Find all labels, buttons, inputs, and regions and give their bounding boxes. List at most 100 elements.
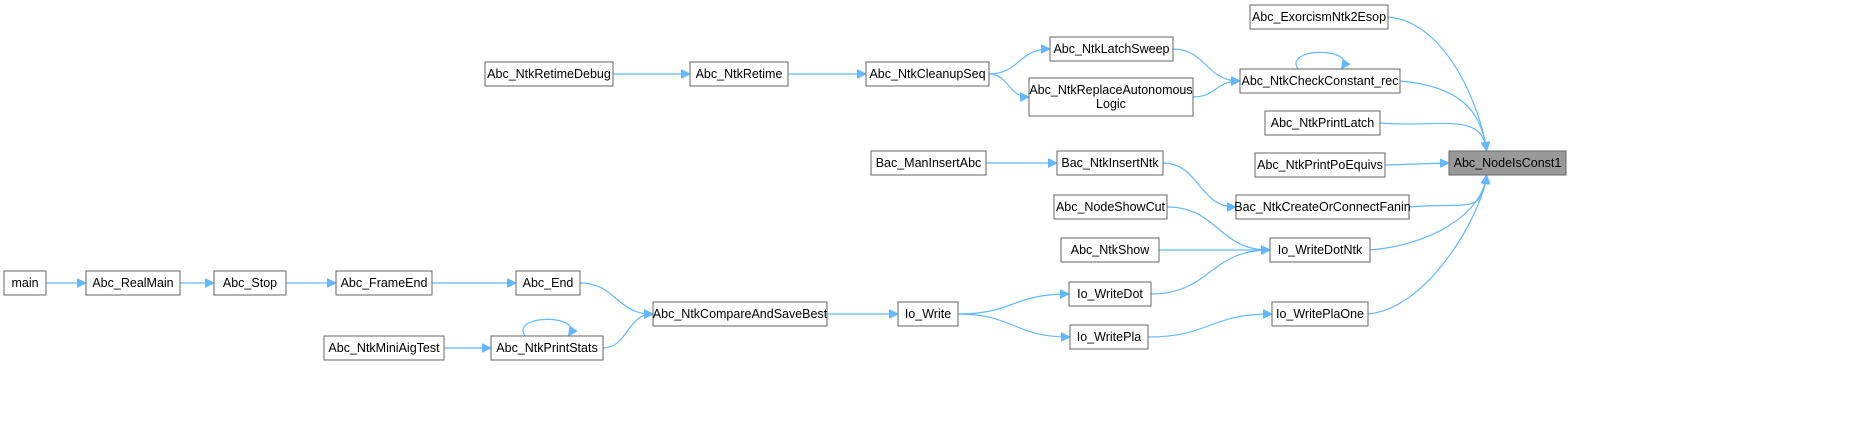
edge-replaceauto-to-checkconst	[1192, 81, 1239, 98]
edge-printstats-to-printstats	[522, 318, 571, 336]
edge-writedotntk-to-root	[1369, 176, 1486, 251]
node-label: Abc_NtkPrintStats	[496, 341, 597, 355]
node-box	[85, 270, 181, 296]
node-checkconst[interactable]: Abc_NtkCheckConstant_rec	[1239, 68, 1401, 94]
node-iowrite[interactable]: Io_Write	[897, 301, 959, 327]
node-label: Abc_NtkPrintLatch	[1271, 116, 1375, 130]
node-box	[1053, 194, 1168, 220]
edge-iowrite-to-writedot	[957, 294, 1068, 315]
node-label: Abc_End	[523, 276, 574, 290]
node-label: Abc_NtkShow	[1071, 243, 1150, 257]
node-box	[323, 335, 445, 361]
node-label: Abc_NtkCleanupSeq	[869, 67, 985, 81]
node-label: Io_WritePla	[1077, 330, 1141, 344]
node-box	[1068, 281, 1152, 307]
node-printlatch[interactable]: Abc_NtkPrintLatch	[1264, 110, 1381, 136]
node-box	[1264, 110, 1381, 136]
node-realmain[interactable]: Abc_RealMain	[85, 270, 181, 296]
node-label: Abc_NtkReplaceAutonomous	[1029, 83, 1192, 97]
node-box	[870, 150, 987, 176]
node-printstats[interactable]: Abc_NtkPrintStats	[490, 335, 604, 361]
nodes-layer: Abc_ExorcismNtk2EsopAbc_NtkLatchSweepAbc…	[3, 4, 1567, 361]
node-createfanin[interactable]: Bac_NtkCreateOrConnectFanin	[1234, 194, 1411, 220]
node-box	[1254, 152, 1386, 178]
node-insertntk[interactable]: Bac_NtkInsertNtk	[1056, 150, 1164, 176]
edge-latchsweep-to-checkconst	[1172, 48, 1239, 81]
edges-layer	[45, 16, 1486, 348]
node-box	[1269, 237, 1371, 263]
node-label: Abc_NtkCheckConstant_rec	[1241, 74, 1398, 88]
node-main[interactable]: main	[3, 270, 47, 296]
edge-exorcism-to-root	[1387, 16, 1486, 150]
node-box	[484, 61, 614, 87]
node-label: Bac_NtkInsertNtk	[1061, 156, 1159, 170]
node-writedotntk[interactable]: Io_WriteDotNtk	[1269, 237, 1371, 263]
node-end[interactable]: Abc_End	[515, 270, 581, 296]
node-writedot[interactable]: Io_WriteDot	[1068, 281, 1152, 307]
node-box	[1056, 150, 1164, 176]
node-label: Bac_NtkCreateOrConnectFanin	[1234, 200, 1411, 214]
node-ntkshow[interactable]: Abc_NtkShow	[1060, 237, 1160, 263]
edge-end-to-compare	[579, 282, 652, 314]
node-label: Io_WriteDot	[1077, 287, 1143, 301]
node-box	[1448, 150, 1567, 176]
node-box	[1235, 194, 1410, 220]
edge-insertntk-to-createfanin	[1162, 162, 1235, 207]
node-writepla[interactable]: Io_WritePla	[1069, 324, 1149, 350]
node-label: Abc_FrameEnd	[341, 276, 428, 290]
node-miniaig[interactable]: Abc_NtkMiniAigTest	[323, 335, 445, 361]
node-box	[652, 301, 828, 327]
node-label: Logic	[1096, 97, 1126, 111]
node-label: Abc_NtkCompareAndSaveBest	[653, 307, 828, 321]
node-box	[1271, 301, 1369, 327]
node-label: Abc_NtkRetimeDebug	[487, 67, 611, 81]
node-label: Bac_ManInsertAbc	[876, 156, 982, 170]
node-box	[515, 270, 581, 296]
edge-printpoequivs-to-root	[1384, 163, 1448, 165]
node-compare[interactable]: Abc_NtkCompareAndSaveBest	[652, 301, 828, 327]
node-latchsweep[interactable]: Abc_NtkLatchSweep	[1049, 36, 1174, 62]
node-box	[1028, 77, 1194, 117]
node-box	[1239, 68, 1401, 94]
node-showcut[interactable]: Abc_NodeShowCut	[1053, 194, 1168, 220]
node-box	[335, 270, 433, 296]
node-box	[3, 270, 47, 296]
node-label: Abc_Stop	[223, 276, 277, 290]
edge-checkconst-to-root	[1399, 80, 1486, 150]
node-retimedebug[interactable]: Abc_NtkRetimeDebug	[484, 61, 614, 87]
node-writeplaone[interactable]: Io_WritePlaOne	[1271, 301, 1369, 327]
node-cleanupseq[interactable]: Abc_NtkCleanupSeq	[865, 61, 990, 87]
node-label: Abc_NtkLatchSweep	[1053, 42, 1169, 56]
node-label: Abc_NtkMiniAigTest	[328, 341, 440, 355]
node-printpoequivs[interactable]: Abc_NtkPrintPoEquivs	[1254, 152, 1386, 178]
edge-printlatch-to-root	[1379, 122, 1486, 150]
node-label: Abc_ExorcismNtk2Esop	[1252, 10, 1386, 24]
node-root[interactable]: Abc_NodeIsConst1	[1448, 150, 1567, 176]
edge-writepla-to-writeplaone	[1147, 314, 1271, 338]
node-label: Abc_NodeIsConst1	[1454, 156, 1562, 170]
node-label: Abc_RealMain	[92, 276, 173, 290]
node-label: Io_WriteDotNtk	[1278, 243, 1363, 257]
node-box	[689, 61, 789, 87]
edge-cleanupseq-to-latchsweep	[988, 49, 1049, 75]
edge-checkconst-to-checkconst	[1295, 51, 1344, 69]
node-exorcism[interactable]: Abc_ExorcismNtk2Esop	[1249, 4, 1389, 30]
edge-iowrite-to-writepla	[957, 313, 1069, 337]
node-label: Io_Write	[905, 307, 951, 321]
node-box	[897, 301, 959, 327]
node-box	[1049, 36, 1174, 62]
node-label: main	[11, 276, 38, 290]
node-label: Io_WritePlaOne	[1276, 307, 1364, 321]
node-label: Abc_NtkPrintPoEquivs	[1257, 158, 1383, 172]
node-box	[865, 61, 990, 87]
node-frameend[interactable]: Abc_FrameEnd	[335, 270, 433, 296]
edge-writedot-to-writedotntk	[1150, 250, 1269, 295]
node-maninsert[interactable]: Bac_ManInsertAbc	[870, 150, 987, 176]
node-box	[213, 270, 287, 296]
node-retime[interactable]: Abc_NtkRetime	[689, 61, 789, 87]
edge-cleanupseq-to-replaceauto	[988, 73, 1028, 97]
node-stop[interactable]: Abc_Stop	[213, 270, 287, 296]
edge-showcut-to-writedotntk	[1166, 206, 1269, 250]
